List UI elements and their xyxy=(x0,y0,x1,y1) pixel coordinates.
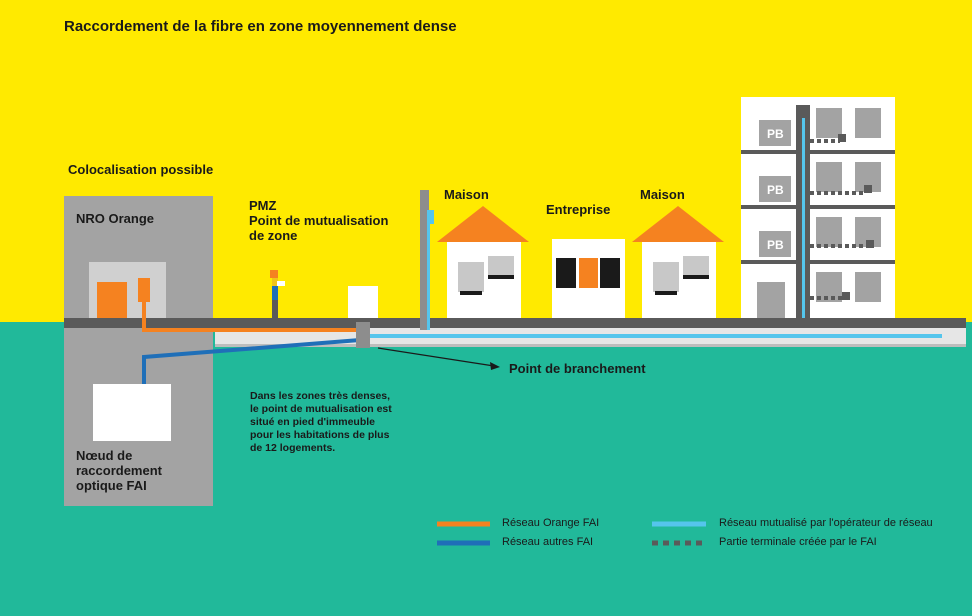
pb-label-3: PB xyxy=(767,238,784,252)
noeud-label-line-2: raccordement xyxy=(76,463,162,478)
pole-connector xyxy=(428,210,434,224)
building-floor-1 xyxy=(741,150,895,154)
maison-1-terminal-2 xyxy=(488,275,514,279)
pmz-cabinet xyxy=(348,286,378,318)
terminal-end-1 xyxy=(838,134,846,142)
apartment-window-1 xyxy=(816,108,842,138)
legend-blue-label: Réseau autres FAI xyxy=(502,536,594,548)
technician-figure xyxy=(270,270,285,318)
pmz-label: PMZ Point de mutualisation de zone xyxy=(249,198,388,243)
pmz-underground-box xyxy=(356,322,370,348)
legend-orange-label: Réseau Orange FAI xyxy=(502,517,600,529)
building-floor-3 xyxy=(741,260,895,264)
page-title: Raccordement de la fibre en zone moyenne… xyxy=(64,18,457,35)
building-floor-2 xyxy=(741,205,895,209)
noeud-label-line-3: optique FAI xyxy=(76,478,147,493)
pb-label-1: PB xyxy=(767,127,784,141)
pmz-label-line-3: de zone xyxy=(249,228,298,243)
building-riser-lightblue xyxy=(802,118,805,318)
pole-lightblue-line xyxy=(427,210,430,330)
nro-orange-connector xyxy=(138,278,150,302)
utility-pole xyxy=(420,190,429,330)
maison-2-terminal-1 xyxy=(655,291,677,295)
maison-1-window-1 xyxy=(458,262,484,292)
dense-zone-note: Dans les zones très denses, le point de … xyxy=(250,390,420,455)
maison-1-label: Maison xyxy=(444,187,489,202)
branchement-arrowhead xyxy=(490,362,500,370)
entreprise-window-left xyxy=(556,258,576,288)
branchement-arrow-line xyxy=(377,347,495,367)
maison-2-terminal-2 xyxy=(683,275,709,279)
point-branchement-label: Point de branchement xyxy=(509,361,646,376)
maison-1-window-2 xyxy=(488,256,514,276)
pb-box-2 xyxy=(759,176,791,202)
noeud-fai-label: Nœud de raccordement optique FAI xyxy=(76,448,162,493)
ground-floor-box xyxy=(757,282,785,318)
legend-dotted-label: Partie terminale créée par le FAI xyxy=(719,536,877,548)
maison-2-label: Maison xyxy=(640,187,685,202)
note-line-2: le point de mutualisation est xyxy=(250,403,392,415)
maison-1-terminal-1 xyxy=(460,291,482,295)
terminal-end-4 xyxy=(842,292,850,300)
pmz-label-line-2: Point de mutualisation xyxy=(249,213,389,228)
maison-2-roof xyxy=(632,206,724,242)
nro-label: NRO Orange xyxy=(76,211,155,226)
apartment-window-5 xyxy=(816,217,842,247)
entreprise-label: Entreprise xyxy=(546,202,611,217)
colocalisation-label: Colocalisation possible xyxy=(68,162,214,177)
entreprise-window-center xyxy=(579,258,598,288)
noeud-label-line-1: Nœud de xyxy=(76,448,133,463)
note-line-5: de 12 logements. xyxy=(250,442,336,454)
pmz-label-line-1: PMZ xyxy=(249,198,277,213)
pb-label-2: PB xyxy=(767,183,784,197)
maison-1-roof xyxy=(437,206,529,242)
noeud-fai-box xyxy=(93,384,171,441)
terminal-end-3 xyxy=(866,240,874,248)
note-line-4: pour les habitations de plus xyxy=(250,429,390,441)
maison-2-window-2 xyxy=(683,256,709,276)
note-line-1: Dans les zones très denses, xyxy=(250,390,391,402)
legend-lightblue-label: Réseau mutualisé par l'opérateur de rése… xyxy=(719,517,933,529)
note-line-3: situé en pied d'immeuble xyxy=(250,416,376,428)
road-surface xyxy=(64,318,966,328)
maison-2-window-1 xyxy=(653,262,679,292)
apartment-window-8 xyxy=(855,272,881,302)
nro-orange-equipment xyxy=(97,282,127,318)
entreprise-window-right xyxy=(600,258,620,288)
conduit-shadow xyxy=(215,344,966,347)
terminal-end-2 xyxy=(864,185,872,193)
apartment-window-3 xyxy=(816,162,842,192)
nro-building xyxy=(64,196,213,506)
blue-network-line xyxy=(142,338,361,384)
pb-box-1 xyxy=(759,120,791,146)
orange-network-line xyxy=(142,302,362,332)
pb-box-3 xyxy=(759,231,791,257)
apartment-window-2 xyxy=(855,108,881,138)
